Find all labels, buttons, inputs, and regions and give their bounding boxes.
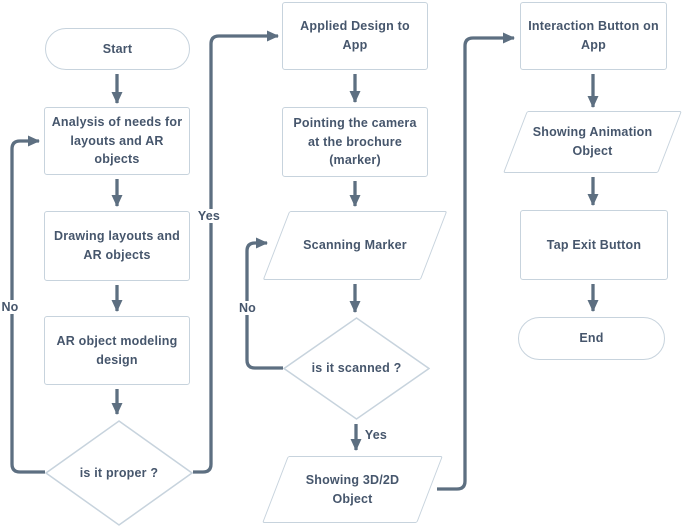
edge-label-no-scanned: No xyxy=(235,301,260,315)
edge-label-no-proper: No xyxy=(0,300,20,314)
edge-showing3d-interaction xyxy=(437,32,515,491)
node-tap-exit-button-label: Tap Exit Button xyxy=(546,237,642,252)
node-showing-3d2d-object: Showing 3D/2D Object xyxy=(262,456,443,523)
node-modeling: AR object modeling design xyxy=(44,316,190,385)
node-interaction-button-label: Interaction Button on App xyxy=(528,19,659,52)
node-interaction-button: Interaction Button on App xyxy=(520,2,667,70)
node-is-it-scanned-label: is it scanned ? xyxy=(311,361,402,376)
node-pointing-camera: Pointing the camera at the brochure (mar… xyxy=(282,107,428,177)
node-showing-3d2d-object-label: Showing 3D/2D Object xyxy=(305,472,400,506)
node-scanning-marker-label: Scanning Marker xyxy=(303,238,407,253)
node-scanning-marker: Scanning Marker xyxy=(262,211,448,280)
node-applied-design: Applied Design to App xyxy=(282,2,428,70)
node-showing-animation-object-label: Showing Animation Object xyxy=(532,125,653,158)
diamond-shape xyxy=(45,420,193,526)
node-start: Start xyxy=(45,28,190,70)
node-drawing-label: Drawing layouts and AR objects xyxy=(53,229,181,262)
node-analysis: Analysis of needs for layouts and AR obj… xyxy=(44,107,190,175)
node-modeling-label: AR object modeling design xyxy=(56,333,178,367)
node-is-it-proper: is it proper ? xyxy=(45,420,193,526)
node-showing-animation-object: Showing Animation Object xyxy=(503,111,682,173)
edge-proper-yes-applied xyxy=(193,30,279,474)
node-is-it-scanned: is it scanned ? xyxy=(283,317,430,420)
node-start-label: Start xyxy=(102,41,133,56)
node-end: End xyxy=(518,317,665,360)
node-pointing-camera-label: Pointing the camera at the brochure (mar… xyxy=(293,115,417,168)
node-tap-exit-button: Tap Exit Button xyxy=(520,210,668,280)
node-end-label: End xyxy=(579,331,604,346)
edge-label-yes-scanned: Yes xyxy=(362,428,390,442)
node-drawing: Drawing layouts and AR objects xyxy=(44,211,190,281)
edge-label-yes-proper: Yes xyxy=(194,209,224,223)
node-is-it-proper-label: is it proper ? xyxy=(79,465,159,480)
diamond-shape xyxy=(283,317,430,420)
node-applied-design-label: Applied Design to App xyxy=(300,19,410,52)
node-analysis-label: Analysis of needs for layouts and AR obj… xyxy=(51,114,183,167)
